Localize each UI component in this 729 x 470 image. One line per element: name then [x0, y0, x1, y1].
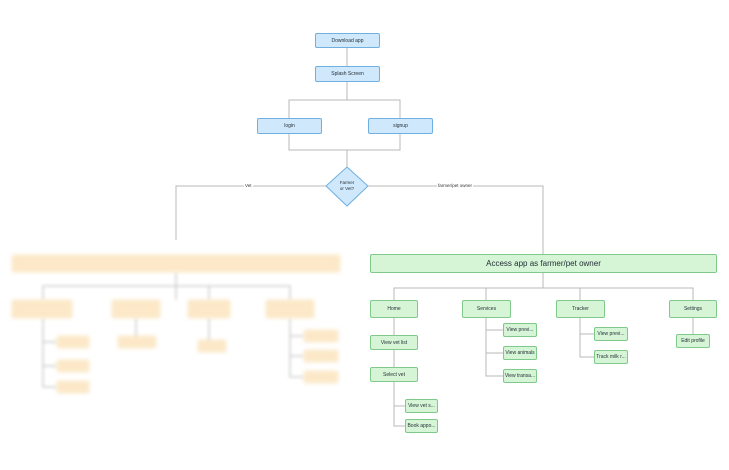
- signup-node[interactable]: signup: [368, 118, 433, 134]
- vet-leaf-node-blurred: [118, 336, 156, 348]
- connector: [288, 134, 347, 151]
- node-label: View previ...: [597, 331, 625, 337]
- connector: [485, 287, 543, 300]
- node-label: View previ...: [506, 327, 534, 333]
- connector: [543, 287, 581, 300]
- login-node[interactable]: login: [257, 118, 322, 134]
- node-label: Settings: [683, 306, 703, 312]
- node-label: Home: [387, 306, 401, 312]
- node-label: Edit profile: [681, 338, 705, 344]
- edge-label-owner: farmer/pet owner: [437, 183, 474, 188]
- connector: [485, 318, 503, 377]
- vet-child-node-blurred: [112, 300, 160, 318]
- vet-child-node-blurred: [266, 300, 314, 318]
- view-transa-node[interactable]: View transa...: [503, 369, 537, 383]
- node-label: Access app as farmer/pet owner: [486, 259, 601, 268]
- select-vet-node[interactable]: Select vet: [370, 367, 418, 382]
- vet-branch-connectors: [42, 272, 304, 388]
- connector: [393, 382, 405, 427]
- track-milk-node[interactable]: Track milk r...: [594, 350, 628, 364]
- services-node[interactable]: Services: [462, 300, 511, 318]
- node-label: View transa...: [504, 373, 536, 379]
- connector: [288, 82, 348, 118]
- vet-leaf-node-blurred: [304, 371, 338, 383]
- download-app-node[interactable]: Download app: [315, 33, 380, 48]
- node-label: Splash Screen: [331, 71, 364, 77]
- vet-leaf-node-blurred: [304, 350, 338, 362]
- access-owner-node[interactable]: Access app as farmer/pet owner: [370, 254, 717, 273]
- vet-leaf-node-blurred: [198, 340, 226, 352]
- connector: [347, 134, 401, 151]
- vet-leaf-node-blurred: [57, 381, 89, 393]
- vet-child-node-blurred: [12, 300, 72, 318]
- vet-leaf-node-blurred: [304, 330, 338, 342]
- view-animals-node[interactable]: View animals: [503, 346, 537, 360]
- connector-vet: [175, 185, 326, 240]
- node-label: View vet s...: [408, 403, 435, 409]
- settings-node[interactable]: Settings: [669, 300, 717, 318]
- tracker-node[interactable]: Tracker: [556, 300, 605, 318]
- node-label: View animals: [505, 350, 535, 356]
- node-label: Services: [476, 306, 497, 312]
- node-label: Track milk r...: [596, 354, 626, 360]
- view-vet-list-node[interactable]: View vet list: [370, 335, 418, 350]
- book-appo-node[interactable]: Book appo...: [405, 419, 438, 433]
- node-label: Tracker: [572, 306, 589, 312]
- connector: [347, 99, 401, 118]
- node-label: Download app: [331, 37, 364, 44]
- node-label: signup: [393, 123, 408, 129]
- connector: [579, 318, 594, 358]
- services-view-previ-node[interactable]: View previ...: [503, 323, 537, 337]
- node-label: View vet list: [380, 339, 408, 346]
- connector: [393, 273, 544, 300]
- splash-screen-node[interactable]: Splash Screen: [315, 66, 380, 82]
- vet-access-node-blurred: [12, 255, 340, 272]
- node-label: Book appo...: [407, 423, 436, 429]
- decision-diamond[interactable]: [325, 166, 369, 207]
- vet-child-node-blurred: [188, 300, 230, 318]
- edit-profile-node[interactable]: Edit profile: [676, 334, 710, 348]
- connector: [543, 287, 694, 300]
- connector-owner: [368, 185, 544, 254]
- node-label: login: [284, 123, 295, 129]
- tracker-view-previ-node[interactable]: View previ...: [594, 327, 628, 341]
- view-vet-s-node[interactable]: View vet s...: [405, 399, 438, 413]
- home-node[interactable]: Home: [370, 300, 418, 318]
- edge-label-vet: Vet: [244, 183, 253, 188]
- vet-leaf-node-blurred: [57, 360, 89, 372]
- vet-leaf-node-blurred: [57, 336, 89, 348]
- node-label: Select vet: [383, 371, 405, 378]
